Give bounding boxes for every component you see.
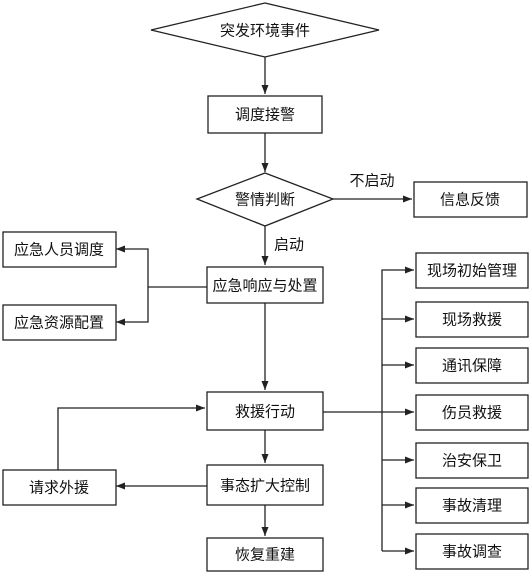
node-staff: 应急人员调度 (2, 231, 117, 268)
node-response-label: 应急响应与处置 (212, 277, 317, 295)
node-rebuild-label: 恢复重建 (235, 546, 295, 564)
node-resources: 应急资源配置 (2, 304, 117, 341)
node-staff-label: 应急人员调度 (14, 241, 104, 259)
node-security: 治安保卫 (415, 442, 529, 479)
edge-label-no-start: 不启动 (349, 172, 394, 190)
node-comms: 通讯保障 (415, 347, 529, 384)
node-cleanup-label: 事故清理 (442, 497, 502, 515)
node-rescue-action-label: 救援行动 (235, 403, 295, 421)
node-site-rescue-label: 现场救援 (442, 311, 502, 329)
node-security-label: 治安保卫 (442, 452, 502, 470)
node-site-mgmt-label: 现场初始管理 (427, 262, 517, 280)
node-comms-label: 通讯保障 (442, 357, 502, 375)
node-resources-label: 应急资源配置 (14, 314, 104, 332)
node-external: 请求外援 (2, 469, 117, 506)
arrow-response-to-staff (116, 245, 207, 288)
node-investigation-label: 事故调查 (442, 543, 502, 561)
node-site-rescue: 现场救援 (415, 301, 529, 338)
node-judge-label: 警情判断 (235, 191, 295, 209)
node-event-label: 突发环境事件 (220, 22, 310, 40)
node-feedback: 信息反馈 (413, 181, 528, 218)
node-feedback-label: 信息反馈 (440, 191, 500, 209)
edge-label-start: 启动 (274, 236, 304, 254)
node-casualty-label: 伤员救援 (442, 404, 502, 422)
connectors (57, 57, 414, 555)
node-rescue-action: 救援行动 (206, 391, 324, 431)
node-judge: 警情判断 (195, 172, 335, 227)
node-investigation: 事故调查 (415, 533, 529, 570)
node-site-mgmt: 现场初始管理 (415, 252, 529, 289)
node-cleanup: 事故清理 (415, 487, 529, 524)
node-dispatch: 调度接警 (207, 95, 323, 134)
node-rebuild: 恢复重建 (206, 537, 324, 572)
node-event: 突发环境事件 (150, 2, 380, 58)
node-escalation-label: 事态扩大控制 (220, 477, 310, 495)
node-response: 应急响应与处置 (206, 266, 324, 304)
arrow-response-to-resources (116, 287, 149, 326)
arrow-rescue-to-tasks (323, 266, 414, 413)
arrow-external-to-rescue (57, 404, 205, 470)
node-dispatch-label: 调度接警 (235, 106, 295, 124)
node-external-label: 请求外援 (29, 479, 89, 497)
node-escalation: 事态扩大控制 (206, 464, 324, 506)
node-casualty: 伤员救援 (415, 394, 529, 431)
